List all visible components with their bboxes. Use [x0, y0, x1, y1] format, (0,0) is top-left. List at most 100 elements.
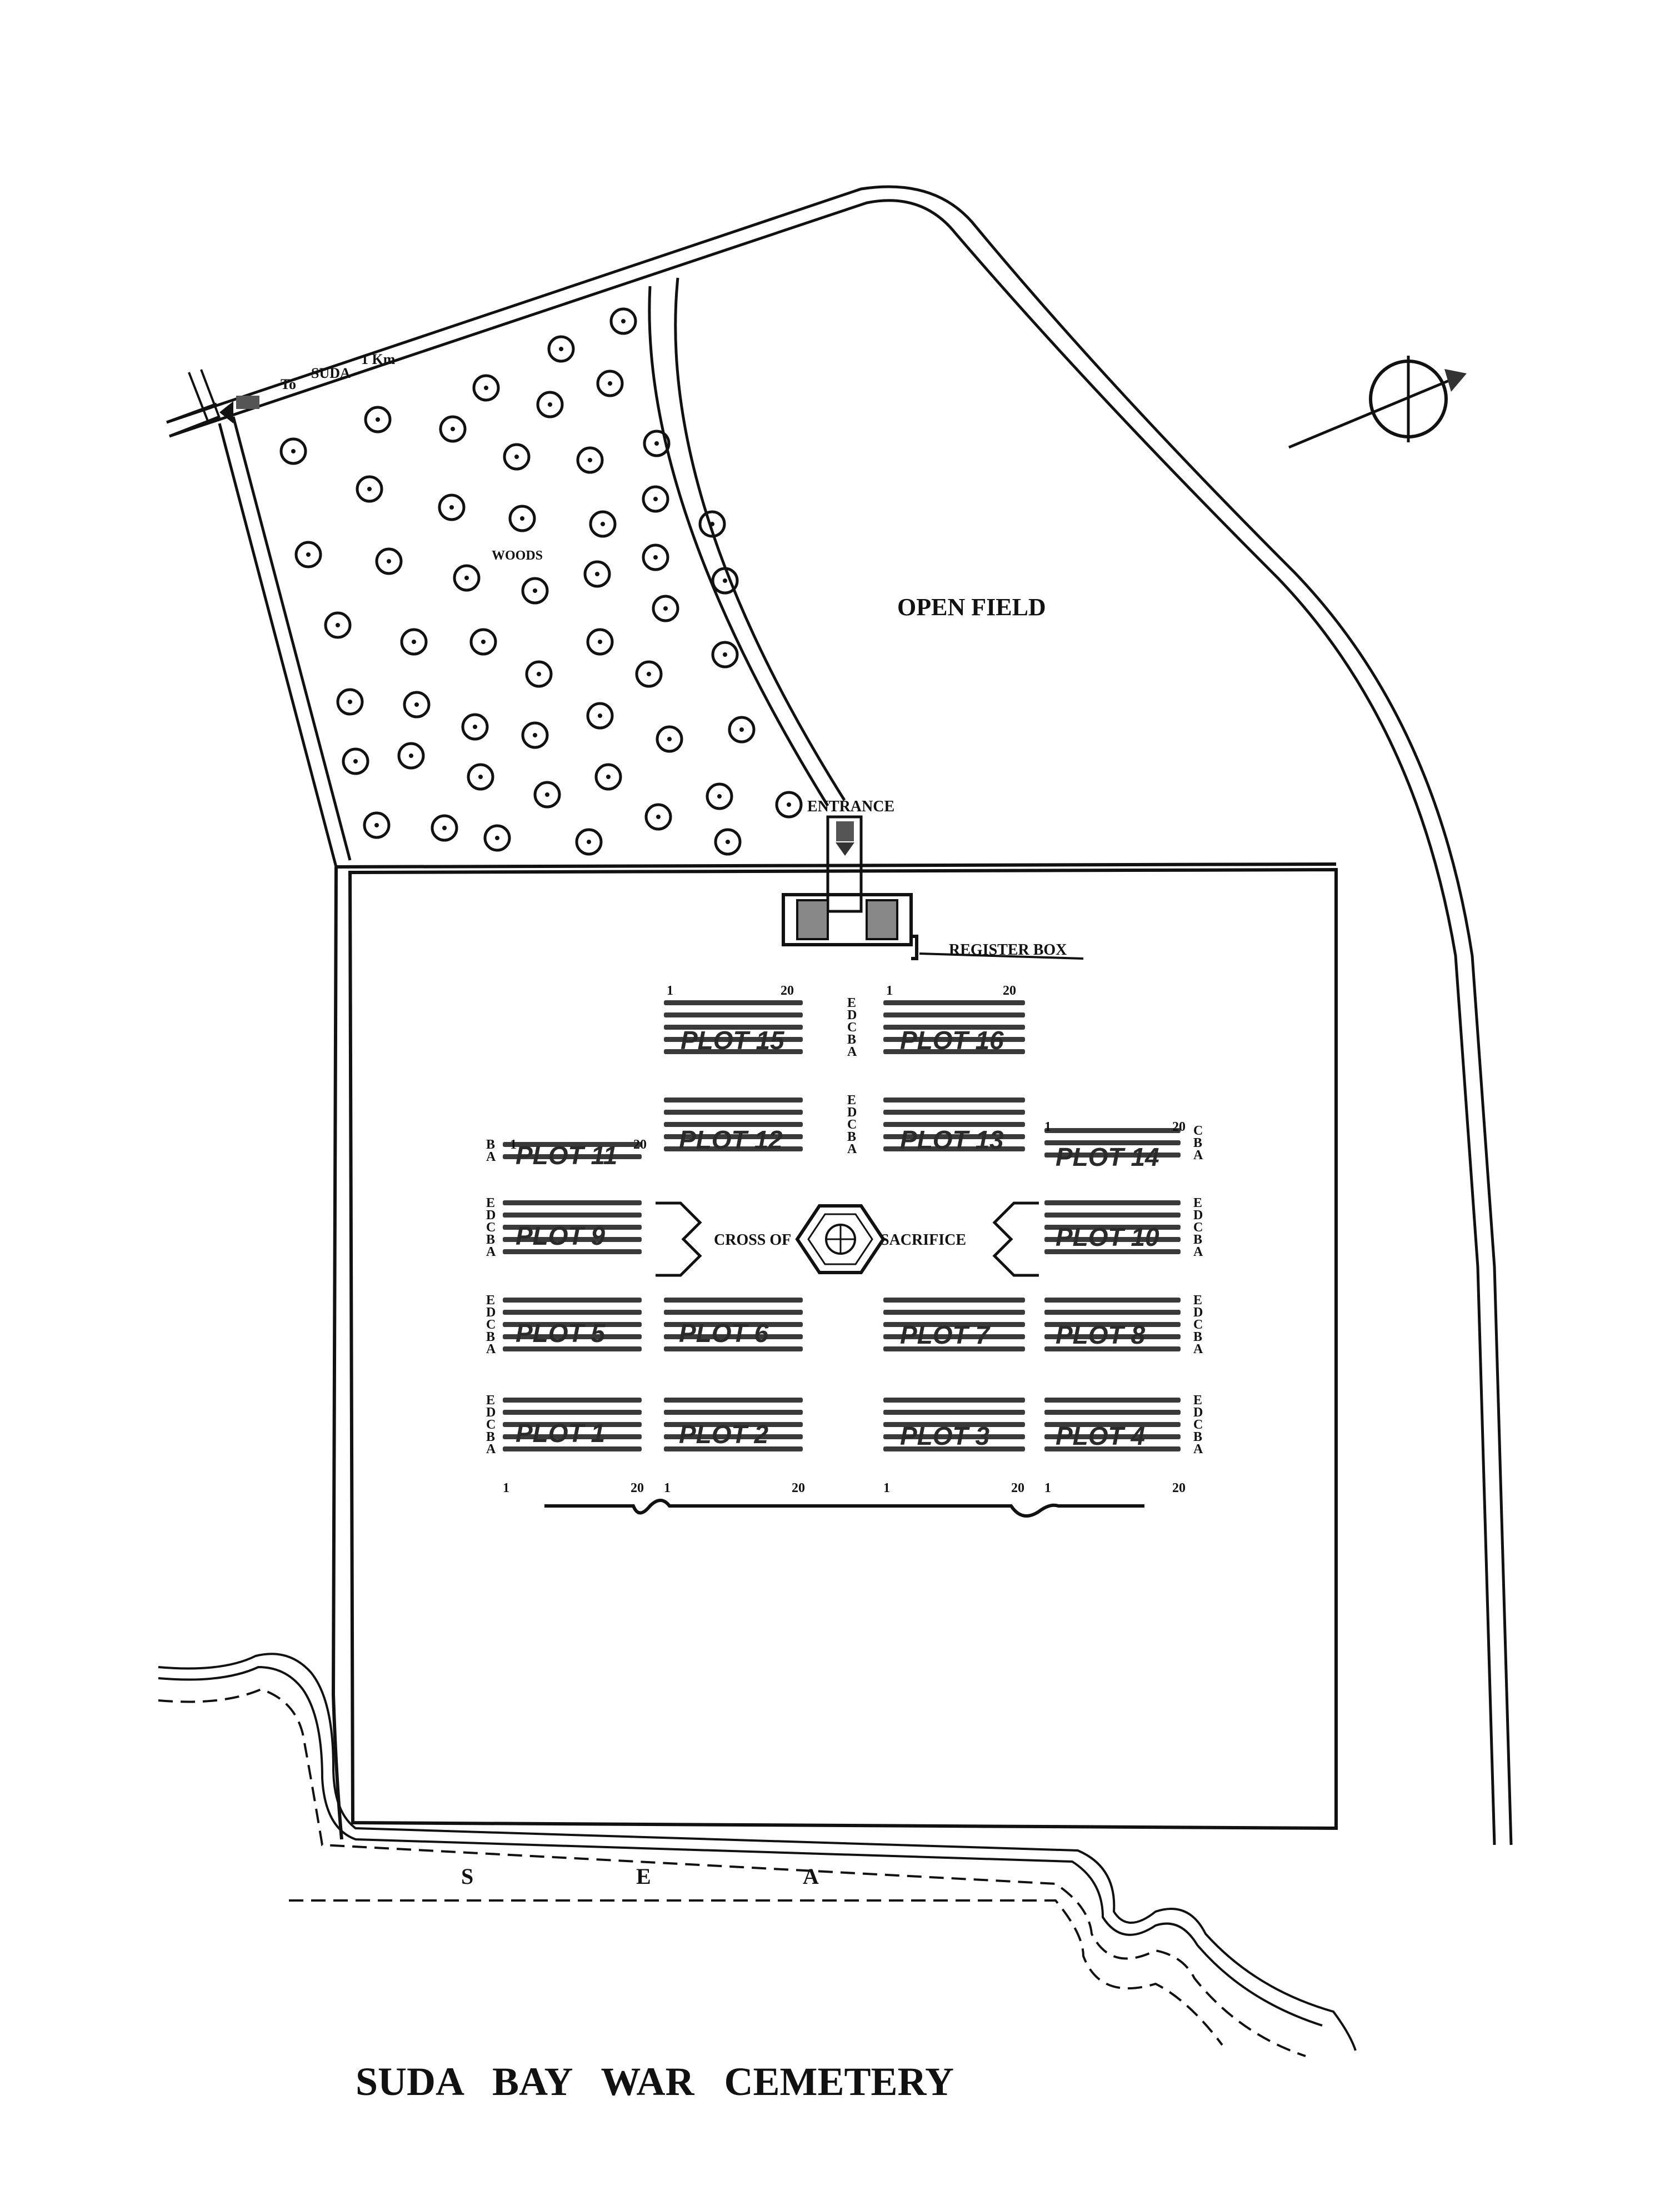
entrance-label: ENTRANCE — [807, 798, 894, 815]
tree-icon — [397, 742, 425, 770]
grave-row — [503, 1446, 642, 1451]
tree-icon — [400, 628, 428, 656]
grave-row — [503, 1213, 642, 1218]
row-letter: A — [1193, 1342, 1203, 1356]
grave-row — [664, 1122, 803, 1127]
row-letter: B — [1193, 1233, 1202, 1247]
tree-icon — [714, 828, 742, 856]
row-letter: C — [847, 1020, 857, 1035]
grave-row — [883, 1000, 1025, 1005]
tree-icon — [521, 577, 549, 605]
grave-row — [1044, 1410, 1181, 1415]
grave-number-first: 1 — [886, 984, 893, 998]
map-title: SUDA BAY WAR CEMETERY — [356, 2059, 954, 2104]
row-letter: B — [486, 1430, 495, 1444]
tree-icon — [728, 716, 756, 744]
grave-row — [664, 1446, 803, 1451]
tree-icon — [469, 628, 497, 656]
grave-number-last: 20 — [1003, 984, 1016, 998]
tree-icon — [336, 688, 364, 716]
tree-icon — [483, 824, 511, 852]
grave-row — [503, 1422, 642, 1427]
grave-number-last: 20 — [792, 1481, 805, 1495]
grave-number-last: 20 — [1172, 1481, 1186, 1495]
grave-row — [503, 1434, 642, 1439]
grave-row — [1044, 1334, 1181, 1339]
sea-letter-a: A — [803, 1864, 819, 1889]
row-letter: A — [1193, 1245, 1203, 1259]
row-letter: A — [486, 1442, 496, 1456]
tree-icon — [589, 510, 617, 538]
tree-icon — [356, 475, 383, 503]
tree-icon — [472, 374, 500, 402]
row-letter: D — [1193, 1305, 1203, 1320]
row-letter: E — [1193, 1393, 1202, 1408]
grave-row — [664, 1410, 803, 1415]
row-letter: E — [847, 996, 856, 1010]
woods-enclosure — [218, 277, 846, 867]
tree-icon — [438, 493, 466, 521]
row-letter: C — [486, 1220, 496, 1235]
grave-row — [503, 1154, 642, 1159]
row-letter: E — [486, 1196, 495, 1210]
grave-row — [1044, 1200, 1181, 1205]
row-letter: D — [847, 1008, 857, 1022]
tree-icon — [698, 510, 726, 538]
grave-row — [883, 1097, 1025, 1102]
grave-row — [503, 1249, 642, 1254]
plot-label: PLOT 13 — [900, 1125, 1004, 1154]
tree-icon — [439, 415, 467, 443]
plot-label: PLOT 6 — [679, 1319, 768, 1348]
grave-number-first: 1 — [1044, 1481, 1051, 1495]
row-letter: B — [1193, 1430, 1202, 1444]
plot-label: PLOT 3 — [900, 1421, 989, 1450]
grave-row — [664, 1037, 803, 1042]
tree-icon — [294, 541, 322, 568]
grave-row — [883, 1037, 1025, 1042]
grave-row — [883, 1310, 1025, 1315]
grave-row — [1044, 1128, 1181, 1133]
plot-label: PLOT 8 — [1056, 1320, 1145, 1349]
row-letter: C — [1193, 1318, 1203, 1332]
grave-number-last: 20 — [781, 984, 794, 998]
tree-icon — [656, 725, 683, 753]
row-letter: B — [847, 1130, 856, 1144]
tree-icon — [342, 747, 369, 775]
row-letter: B — [1193, 1330, 1202, 1344]
grave-row — [503, 1346, 642, 1351]
row-letter: D — [486, 1405, 496, 1420]
grave-row — [503, 1142, 642, 1147]
grave-row — [503, 1225, 642, 1230]
tree-icon — [711, 567, 739, 595]
row-letter: D — [486, 1305, 496, 1320]
tree-icon — [635, 660, 663, 688]
grave-row — [883, 1122, 1025, 1127]
grave-row — [1044, 1213, 1181, 1218]
grave-row — [883, 1049, 1025, 1054]
grave-row — [1044, 1346, 1181, 1351]
tree-icon — [525, 660, 553, 688]
tree-icon — [536, 391, 564, 418]
plot-label: PLOT 4 — [1056, 1421, 1145, 1450]
tree-icon — [508, 505, 536, 532]
row-letter: B — [486, 1233, 495, 1247]
tree-icon — [364, 406, 392, 433]
plot-label: PLOT 14 — [1056, 1143, 1159, 1171]
plot-label: PLOT 11 — [516, 1141, 617, 1170]
grave-row — [883, 1012, 1025, 1017]
tree-icon — [403, 691, 431, 719]
row-letter: C — [486, 1418, 496, 1432]
sea-letter-e: E — [636, 1864, 651, 1889]
grave-row — [1044, 1446, 1181, 1451]
entrance-gate — [782, 815, 918, 960]
grave-row — [883, 1134, 1025, 1139]
open-field-label: OPEN FIELD — [897, 593, 1046, 621]
grave-number-first: 1 — [883, 1481, 890, 1495]
grave-row — [1044, 1249, 1181, 1254]
row-letter: A — [486, 1342, 496, 1356]
plot-label: PLOT 15 — [681, 1026, 785, 1055]
